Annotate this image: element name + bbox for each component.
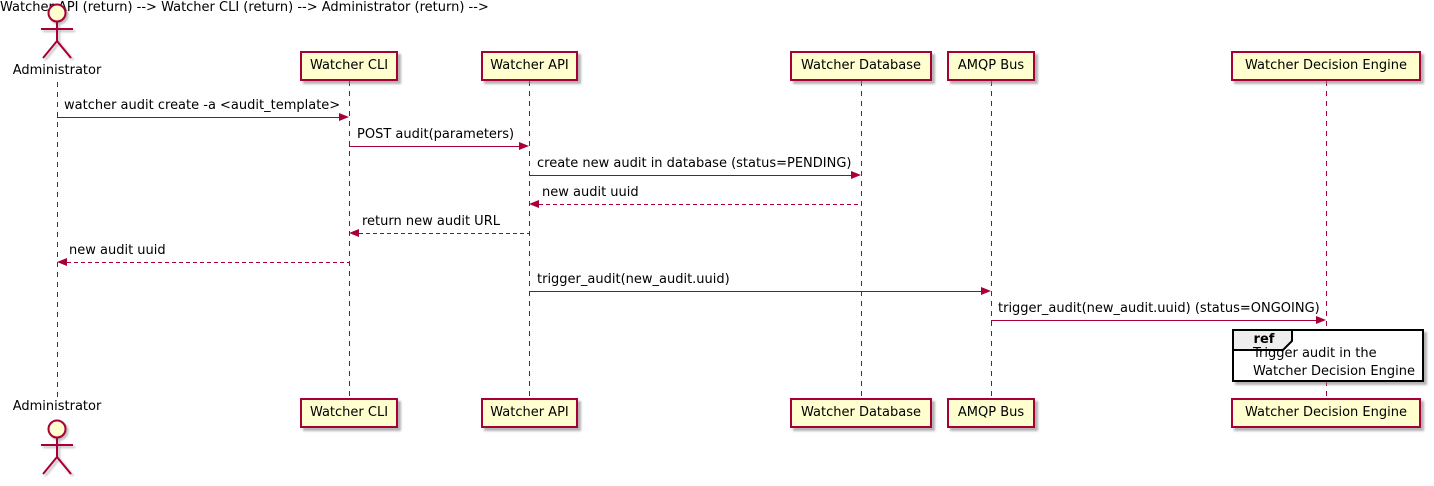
message-line-3 (529, 175, 852, 176)
ref-text-line1: Trigger audit in the (1253, 346, 1377, 361)
arrowhead-right-icon (981, 287, 991, 295)
participant-watcher-cli-top: Watcher CLI (300, 51, 398, 81)
participant-amqp-bus-top: AMQP Bus (947, 51, 1035, 81)
ref-frame: ref Trigger audit in the Watcher Decisio… (1232, 329, 1424, 382)
message-label-2: POST audit(parameters) (357, 127, 515, 142)
participant-watcher-database-bottom: Watcher Database (790, 398, 932, 428)
administrator-actor-icon (41, 419, 73, 475)
arrowhead-left-icon (349, 229, 359, 237)
participant-watcher-api-bottom: Watcher API (481, 398, 578, 428)
actor-administrator-top: Administrator (12, 63, 102, 78)
participant-watcher-database-top: Watcher Database (790, 51, 932, 81)
ref-tab-icon (1232, 329, 1293, 351)
lifeline-watcher-decision-engine (1326, 81, 1327, 398)
message-line-1 (57, 117, 341, 118)
ref-text-line2: Watcher Decision Engine (1253, 364, 1415, 379)
lifeline-watcher-cli (349, 81, 350, 398)
administrator-actor-icon (41, 3, 73, 59)
arrowhead-right-icon (1316, 316, 1326, 324)
arrowhead-left-icon (57, 258, 67, 266)
participant-amqp-bus-bottom: AMQP Bus (947, 398, 1035, 428)
arrowhead-right-icon (851, 171, 861, 179)
ref-text: Trigger audit in the Watcher Decision En… (1253, 345, 1415, 381)
message-label-7: trigger_audit(new_audit.uuid) (537, 272, 730, 287)
message-label-8: trigger_audit(new_audit.uuid) (status=ON… (998, 301, 1320, 316)
message-label-1: watcher audit create -a <audit_template> (64, 98, 341, 113)
lifeline-amqp-bus (991, 81, 992, 398)
participant-watcher-decision-engine-top: Watcher Decision Engine (1231, 51, 1421, 81)
message-label-6: new audit uuid (69, 243, 166, 258)
ref-keyword: ref (1253, 332, 1275, 347)
lifeline-administrator (57, 82, 58, 399)
arrowhead-right-icon (339, 113, 349, 121)
actor-administrator-bottom: Administrator (12, 399, 102, 414)
arrowhead-right-icon (519, 142, 529, 150)
lifeline-watcher-api (529, 81, 530, 398)
message-line-4 (539, 204, 861, 205)
message-line-7 (529, 291, 982, 292)
message-line-2 (349, 146, 520, 147)
message-line-8 (991, 320, 1317, 321)
message-label-4: new audit uuid (542, 185, 639, 200)
message-line-5 (359, 233, 529, 234)
lifeline-watcher-database (861, 81, 862, 398)
participant-watcher-api-top: Watcher API (481, 51, 578, 81)
arrowhead-left-icon (529, 200, 539, 208)
participant-watcher-decision-engine-bottom: Watcher Decision Engine (1231, 398, 1421, 428)
participant-watcher-cli-bottom: Watcher CLI (300, 398, 398, 428)
message-label-3: create new audit in database (status=PEN… (537, 156, 852, 171)
message-label-5: return new audit URL (362, 214, 500, 229)
message-line-6 (67, 262, 349, 263)
